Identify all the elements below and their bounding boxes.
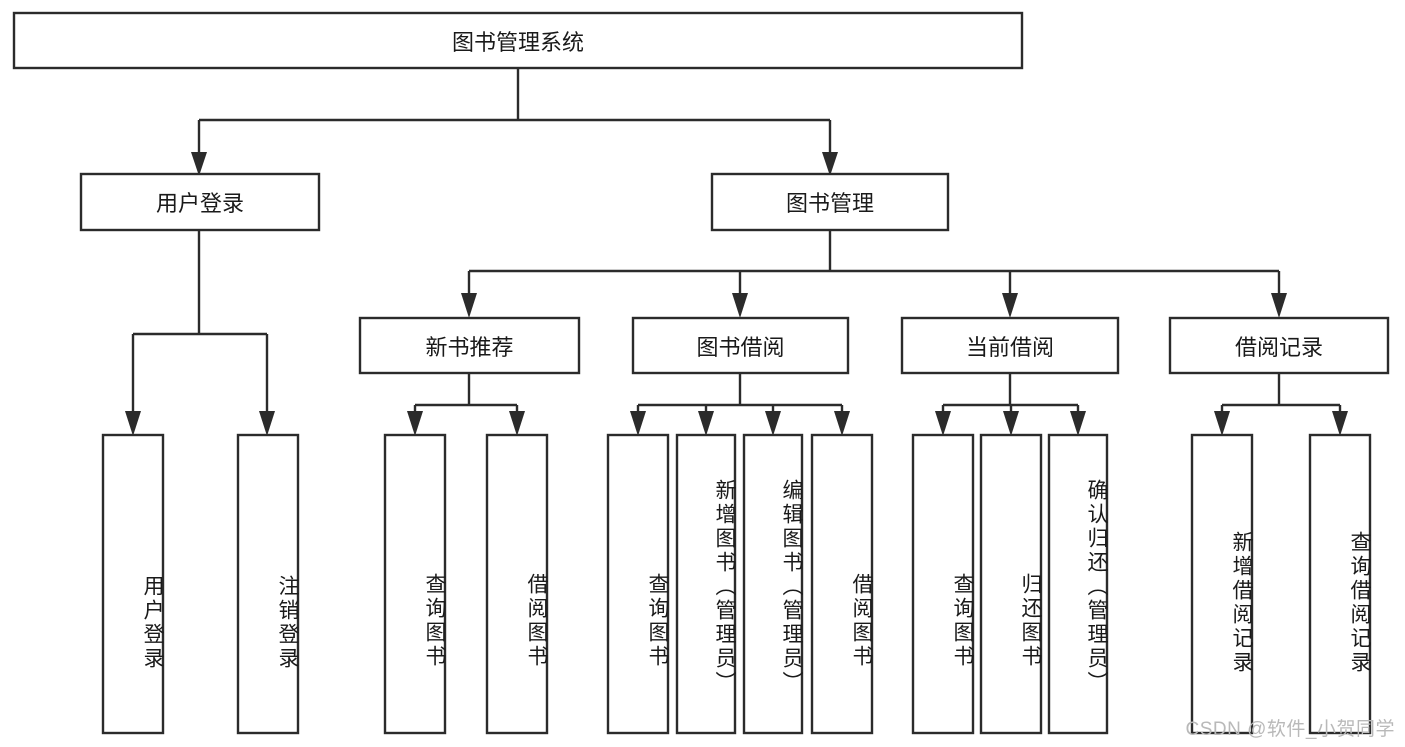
arrowhead-to-new-book-recommend bbox=[461, 293, 477, 318]
node-book-management[interactable] bbox=[710, 172, 950, 232]
leaf-box-new-book-1[interactable] bbox=[383, 433, 447, 735]
arrowhead-user-login-leaf-1 bbox=[125, 411, 141, 436]
node-root-book-management-system[interactable] bbox=[12, 11, 1024, 70]
leaf-box-user-login-1[interactable] bbox=[101, 433, 165, 735]
arrowhead-current-borrow-leaf-3 bbox=[1070, 411, 1086, 436]
arrowhead-to-book-management bbox=[822, 152, 838, 176]
arrowhead-book-borrow-leaf-2 bbox=[698, 411, 714, 436]
leaf-box-book-borrow-1[interactable] bbox=[606, 433, 670, 735]
node-current-borrow[interactable] bbox=[900, 316, 1120, 375]
arrowhead-current-borrow-leaf-1 bbox=[935, 411, 951, 436]
leaf-box-book-borrow-2[interactable] bbox=[675, 433, 737, 735]
leaf-box-current-borrow-2[interactable] bbox=[979, 433, 1043, 735]
arrowhead-borrow-record-leaf-1 bbox=[1214, 411, 1230, 436]
leaf-box-current-borrow-3[interactable] bbox=[1047, 433, 1109, 735]
arrowhead-to-current-borrow bbox=[1002, 293, 1018, 318]
arrowhead-borrow-record-leaf-2 bbox=[1332, 411, 1348, 436]
arrowhead-to-user-login bbox=[191, 152, 207, 176]
leaf-box-book-borrow-4[interactable] bbox=[810, 433, 874, 735]
arrowhead-user-login-leaf-2 bbox=[259, 411, 275, 436]
node-new-book-recommend[interactable] bbox=[358, 316, 581, 375]
arrowhead-book-borrow-leaf-4 bbox=[834, 411, 850, 436]
arrowhead-to-book-borrow bbox=[732, 293, 748, 318]
node-book-borrow[interactable] bbox=[631, 316, 850, 375]
leaf-box-user-login-2[interactable] bbox=[236, 433, 300, 735]
node-user-login[interactable] bbox=[79, 172, 321, 232]
leaf-box-book-borrow-3[interactable] bbox=[742, 433, 804, 735]
arrowhead-book-borrow-leaf-3 bbox=[765, 411, 781, 436]
arrowhead-new-book-leaf-2 bbox=[509, 411, 525, 436]
arrowhead-book-borrow-leaf-1 bbox=[630, 411, 646, 436]
arrowhead-new-book-leaf-1 bbox=[407, 411, 423, 436]
node-borrow-record[interactable] bbox=[1168, 316, 1390, 375]
arrowhead-current-borrow-leaf-2 bbox=[1003, 411, 1019, 436]
arrowhead-to-borrow-record bbox=[1271, 293, 1287, 318]
leaf-box-new-book-2[interactable] bbox=[485, 433, 549, 735]
leaf-box-borrow-record-1[interactable] bbox=[1190, 433, 1254, 735]
leaf-box-current-borrow-1[interactable] bbox=[911, 433, 975, 735]
leaf-box-borrow-record-2[interactable] bbox=[1308, 433, 1372, 735]
